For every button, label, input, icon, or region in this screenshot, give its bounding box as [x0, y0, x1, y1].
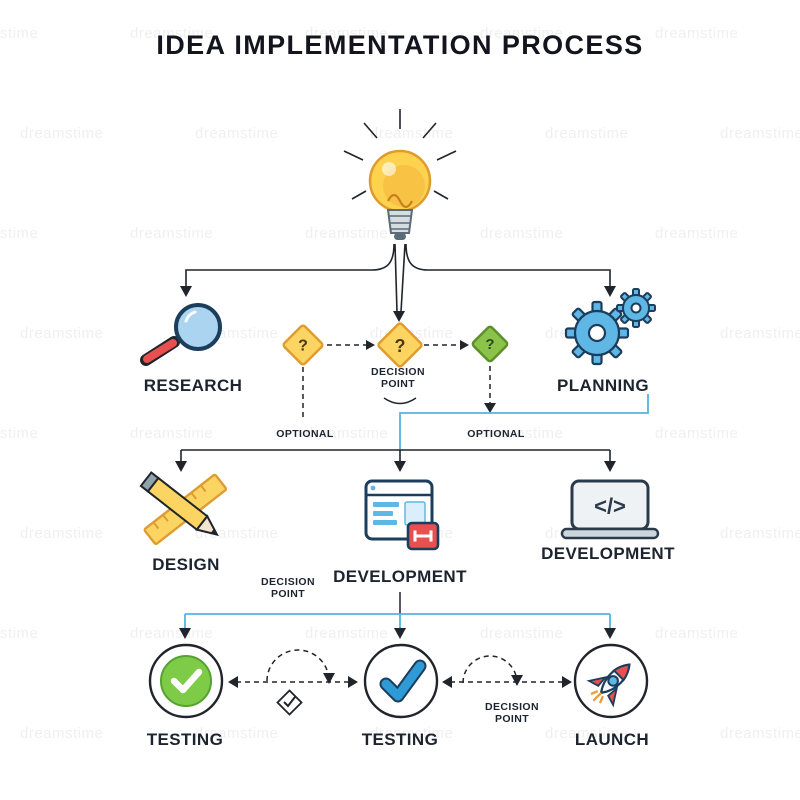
- testing-dashed-lines: [236, 649, 564, 684]
- research-label: RESEARCH: [143, 376, 243, 395]
- decision-diamond-3: ?: [469, 323, 511, 370]
- idea-lightbulb-icon: [330, 103, 470, 258]
- testing-arrowheads: [228, 673, 572, 688]
- development-code-icon: </>: [552, 477, 667, 554]
- row3-lines: [184, 592, 611, 629]
- decision-brace: [383, 397, 417, 405]
- decision-point-bottom-label-line2: POINT: [494, 713, 530, 725]
- decision-diamond-1: ?: [280, 322, 326, 373]
- testing-check-green-icon: [147, 642, 225, 725]
- page-title: IDEA IMPLEMENTATION PROCESS: [156, 30, 644, 60]
- testing-check-blue-icon: [362, 642, 440, 725]
- decision-point-mid-label-line1: DECISION: [261, 576, 315, 588]
- launch-rocket-icon: [572, 642, 650, 725]
- design-label: DESIGN: [152, 555, 220, 574]
- top-branch-lines: [185, 243, 611, 313]
- decision-point-mid-label-line2: POINT: [270, 588, 306, 600]
- testing-center-label: TESTING: [361, 730, 439, 749]
- design-pencil-ruler-icon: [128, 462, 243, 562]
- decision-dashed-lines: [302, 344, 491, 420]
- development-right-label: DEVELOPMENT: [541, 544, 675, 563]
- question-mark: ?: [485, 336, 494, 353]
- development-browser-icon: [358, 477, 450, 564]
- row2-lines: [180, 394, 649, 462]
- row2-arrowheads: [175, 461, 616, 472]
- code-glyph: </>: [594, 494, 626, 519]
- question-mark: ?: [298, 338, 308, 355]
- planning-label: PLANNING: [557, 376, 649, 395]
- top-branch-arrowheads: [180, 286, 616, 322]
- launch-label: LAUNCH: [574, 730, 650, 749]
- decision-point-top-label-line2: POINT: [380, 378, 416, 390]
- question-mark: ?: [395, 336, 406, 356]
- lightbulb-rays: [343, 109, 457, 200]
- decision-diamond-2: ?: [375, 320, 425, 375]
- mini-check-diamond-icon: [276, 689, 303, 716]
- optional-right-label: OPTIONAL: [467, 428, 525, 440]
- development-center-label: DEVELOPMENT: [333, 567, 467, 586]
- planning-gears-icon: [552, 288, 660, 375]
- research-magnifier-icon: [140, 296, 230, 376]
- optional-left-label: OPTIONAL: [276, 428, 334, 440]
- decision-point-top-label-line1: DECISION: [371, 366, 425, 378]
- decision-point-bottom-label-line1: DECISION: [485, 701, 539, 713]
- row3-arrowheads: [179, 628, 616, 639]
- testing-left-label: TESTING: [146, 730, 224, 749]
- decision-arrowheads: [366, 340, 496, 413]
